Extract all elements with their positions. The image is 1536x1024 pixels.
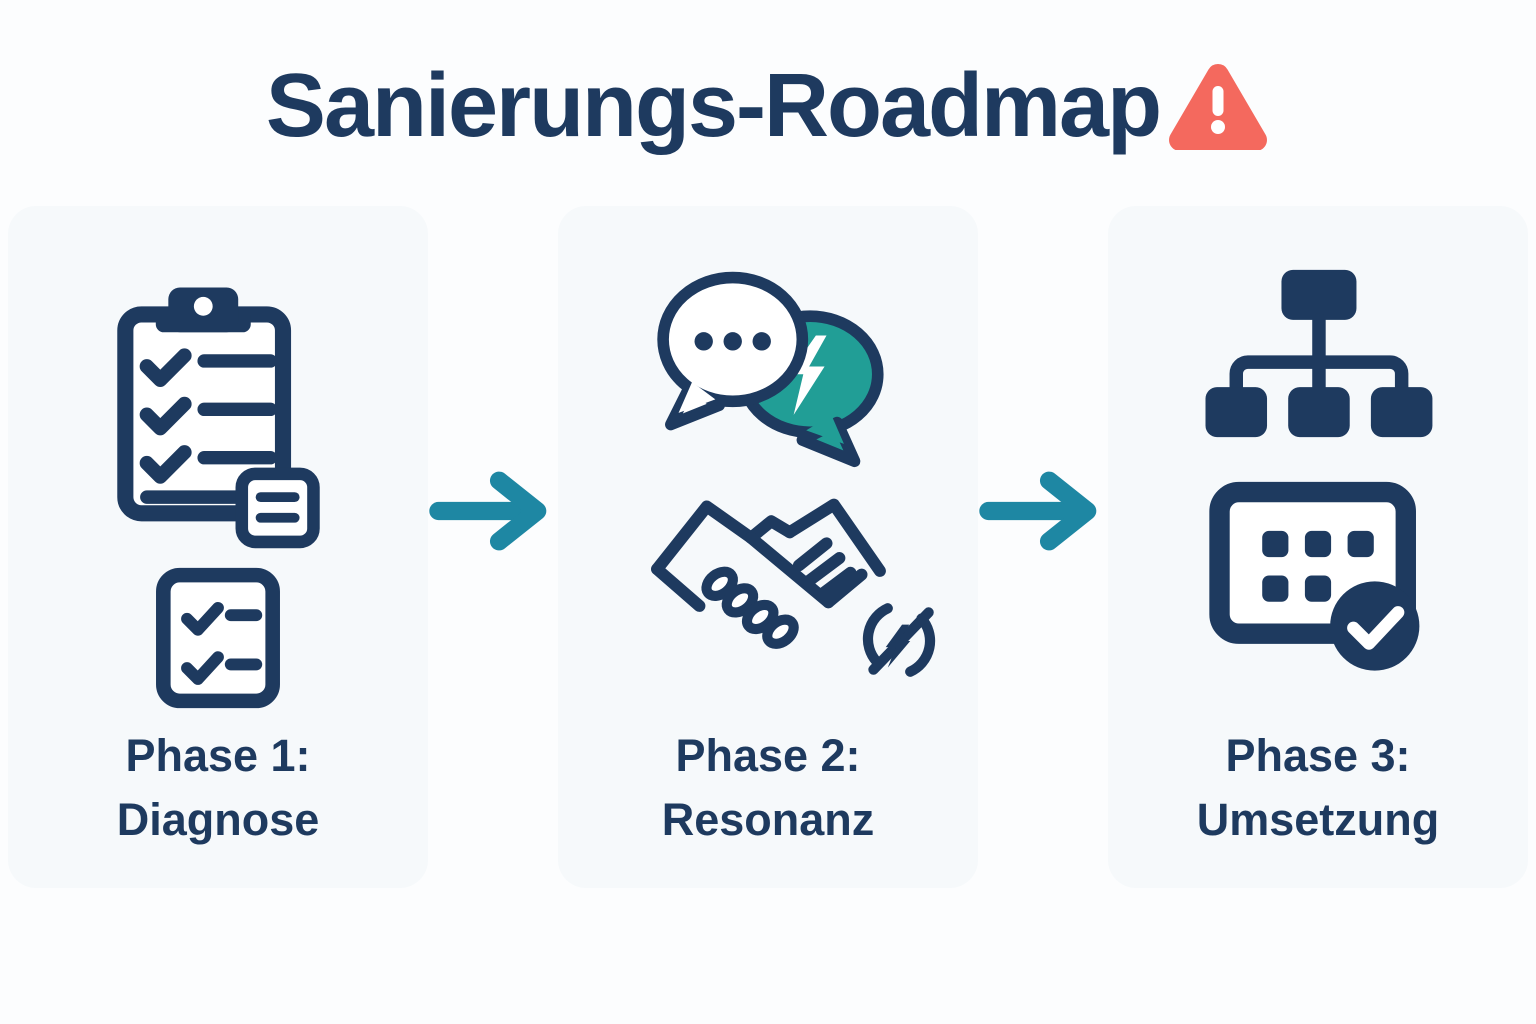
phase-2-label-line2: Resonanz xyxy=(661,793,875,845)
phase-3-label-line1: Phase 3: xyxy=(1225,730,1411,781)
arrow-right-icon xyxy=(428,206,558,562)
org-chart-icon xyxy=(1193,264,1443,442)
phase-3-icons xyxy=(1108,206,1528,718)
phase-2-icons xyxy=(558,206,978,718)
chat-bubbles-lightning-icon xyxy=(646,264,891,469)
phase-3-card: Phase 3: Umsetzung xyxy=(1108,206,1528,888)
handshake-icon xyxy=(636,477,935,677)
phase-2-label-line1: Phase 2: xyxy=(675,730,861,781)
phase-1-label-line2: Diagnose xyxy=(116,793,320,845)
calendar-check-icon xyxy=(1204,476,1432,676)
header: Sanierungs-Roadmap xyxy=(0,0,1536,160)
page-title: Sanierungs-Roadmap xyxy=(265,56,1162,156)
phase-1-label-line1: Phase 1: xyxy=(125,730,311,781)
phase-2-card: Phase 2: Resonanz xyxy=(558,206,978,888)
energy-slash-circle-icon xyxy=(853,594,945,691)
roadmap-flow: Phase 1: Diagnose xyxy=(0,206,1536,888)
warning-triangle-icon xyxy=(1166,56,1270,150)
phase-3-label: Phase 3: Umsetzung xyxy=(1197,724,1440,852)
phase-1-label: Phase 1: Diagnose xyxy=(117,724,320,852)
clipboard-checklist-icon xyxy=(111,264,326,552)
phase-3-label-line2: Umsetzung xyxy=(1196,793,1440,845)
arrow-right-icon xyxy=(978,206,1108,562)
phase-1-icons xyxy=(8,206,428,718)
phase-1-card: Phase 1: Diagnose xyxy=(8,206,428,888)
phase-2-label: Phase 2: Resonanz xyxy=(662,724,875,852)
mini-checklist-icon xyxy=(154,566,282,710)
